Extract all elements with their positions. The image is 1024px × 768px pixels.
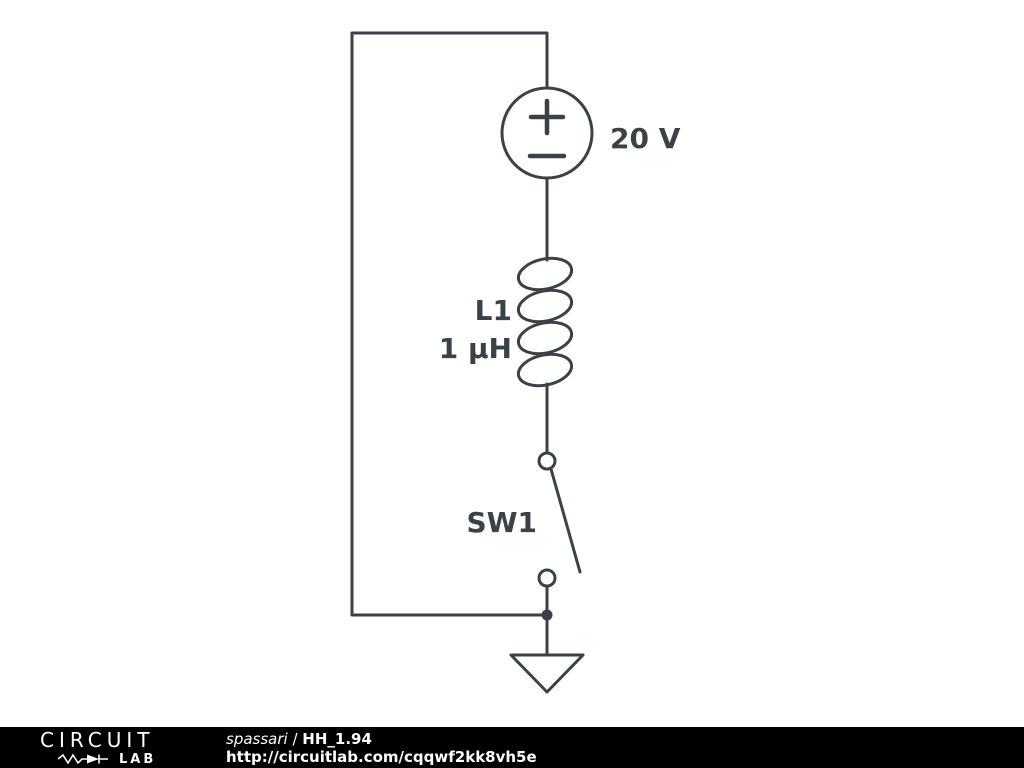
inductor-coil-turn <box>516 352 574 388</box>
wire-loop <box>350 31 549 617</box>
wire-segment <box>350 31 549 617</box>
ground-triangle <box>509 653 585 694</box>
logo-text-lab: LAB <box>119 751 157 767</box>
footer-bar: CIRCUIT LAB spassari / HH_1.94 http://ci… <box>0 727 1024 768</box>
inductor-coil-turn <box>516 288 574 324</box>
switch-bottom-terminal <box>537 568 557 588</box>
meta-separator: / <box>287 729 303 748</box>
switch-top-terminal <box>537 451 557 471</box>
schematic-title: HH_1.94 <box>302 729 372 748</box>
switch-lever <box>549 467 582 574</box>
schematic-meta: spassari / HH_1.94 http://circuitlab.com… <box>226 730 537 766</box>
junction-dot <box>541 609 553 621</box>
inductor-ref-label: L1 <box>475 294 512 327</box>
inductor: L1 1 µH <box>439 176 574 454</box>
logo-text-circuit: CIRCUIT <box>40 727 155 752</box>
schematic-url: http://circuitlab.com/cqqwf2kk8vh5e <box>226 747 537 766</box>
voltage-source: 20 V <box>500 86 681 180</box>
circuit-schematic: 20 V L1 1 µH SW1 <box>350 31 681 694</box>
switch: SW1 <box>466 451 582 657</box>
logo-bottom-row: LAB <box>58 753 190 766</box>
resistor-diode-icon <box>58 753 108 765</box>
author-name: spassari <box>226 729 288 748</box>
inductor-coil-turn <box>516 320 574 356</box>
inductor-value-label: 1 µH <box>439 332 512 365</box>
voltage-source-label: 20 V <box>610 122 681 155</box>
switch-ref-label: SW1 <box>466 506 537 539</box>
ground-symbol <box>509 653 585 694</box>
attribution-line: spassari / HH_1.94 <box>226 730 537 748</box>
plus-sign-icon <box>528 98 566 136</box>
inductor-coil-turn <box>516 256 574 292</box>
circuitlab-logo: CIRCUIT LAB <box>40 730 190 766</box>
